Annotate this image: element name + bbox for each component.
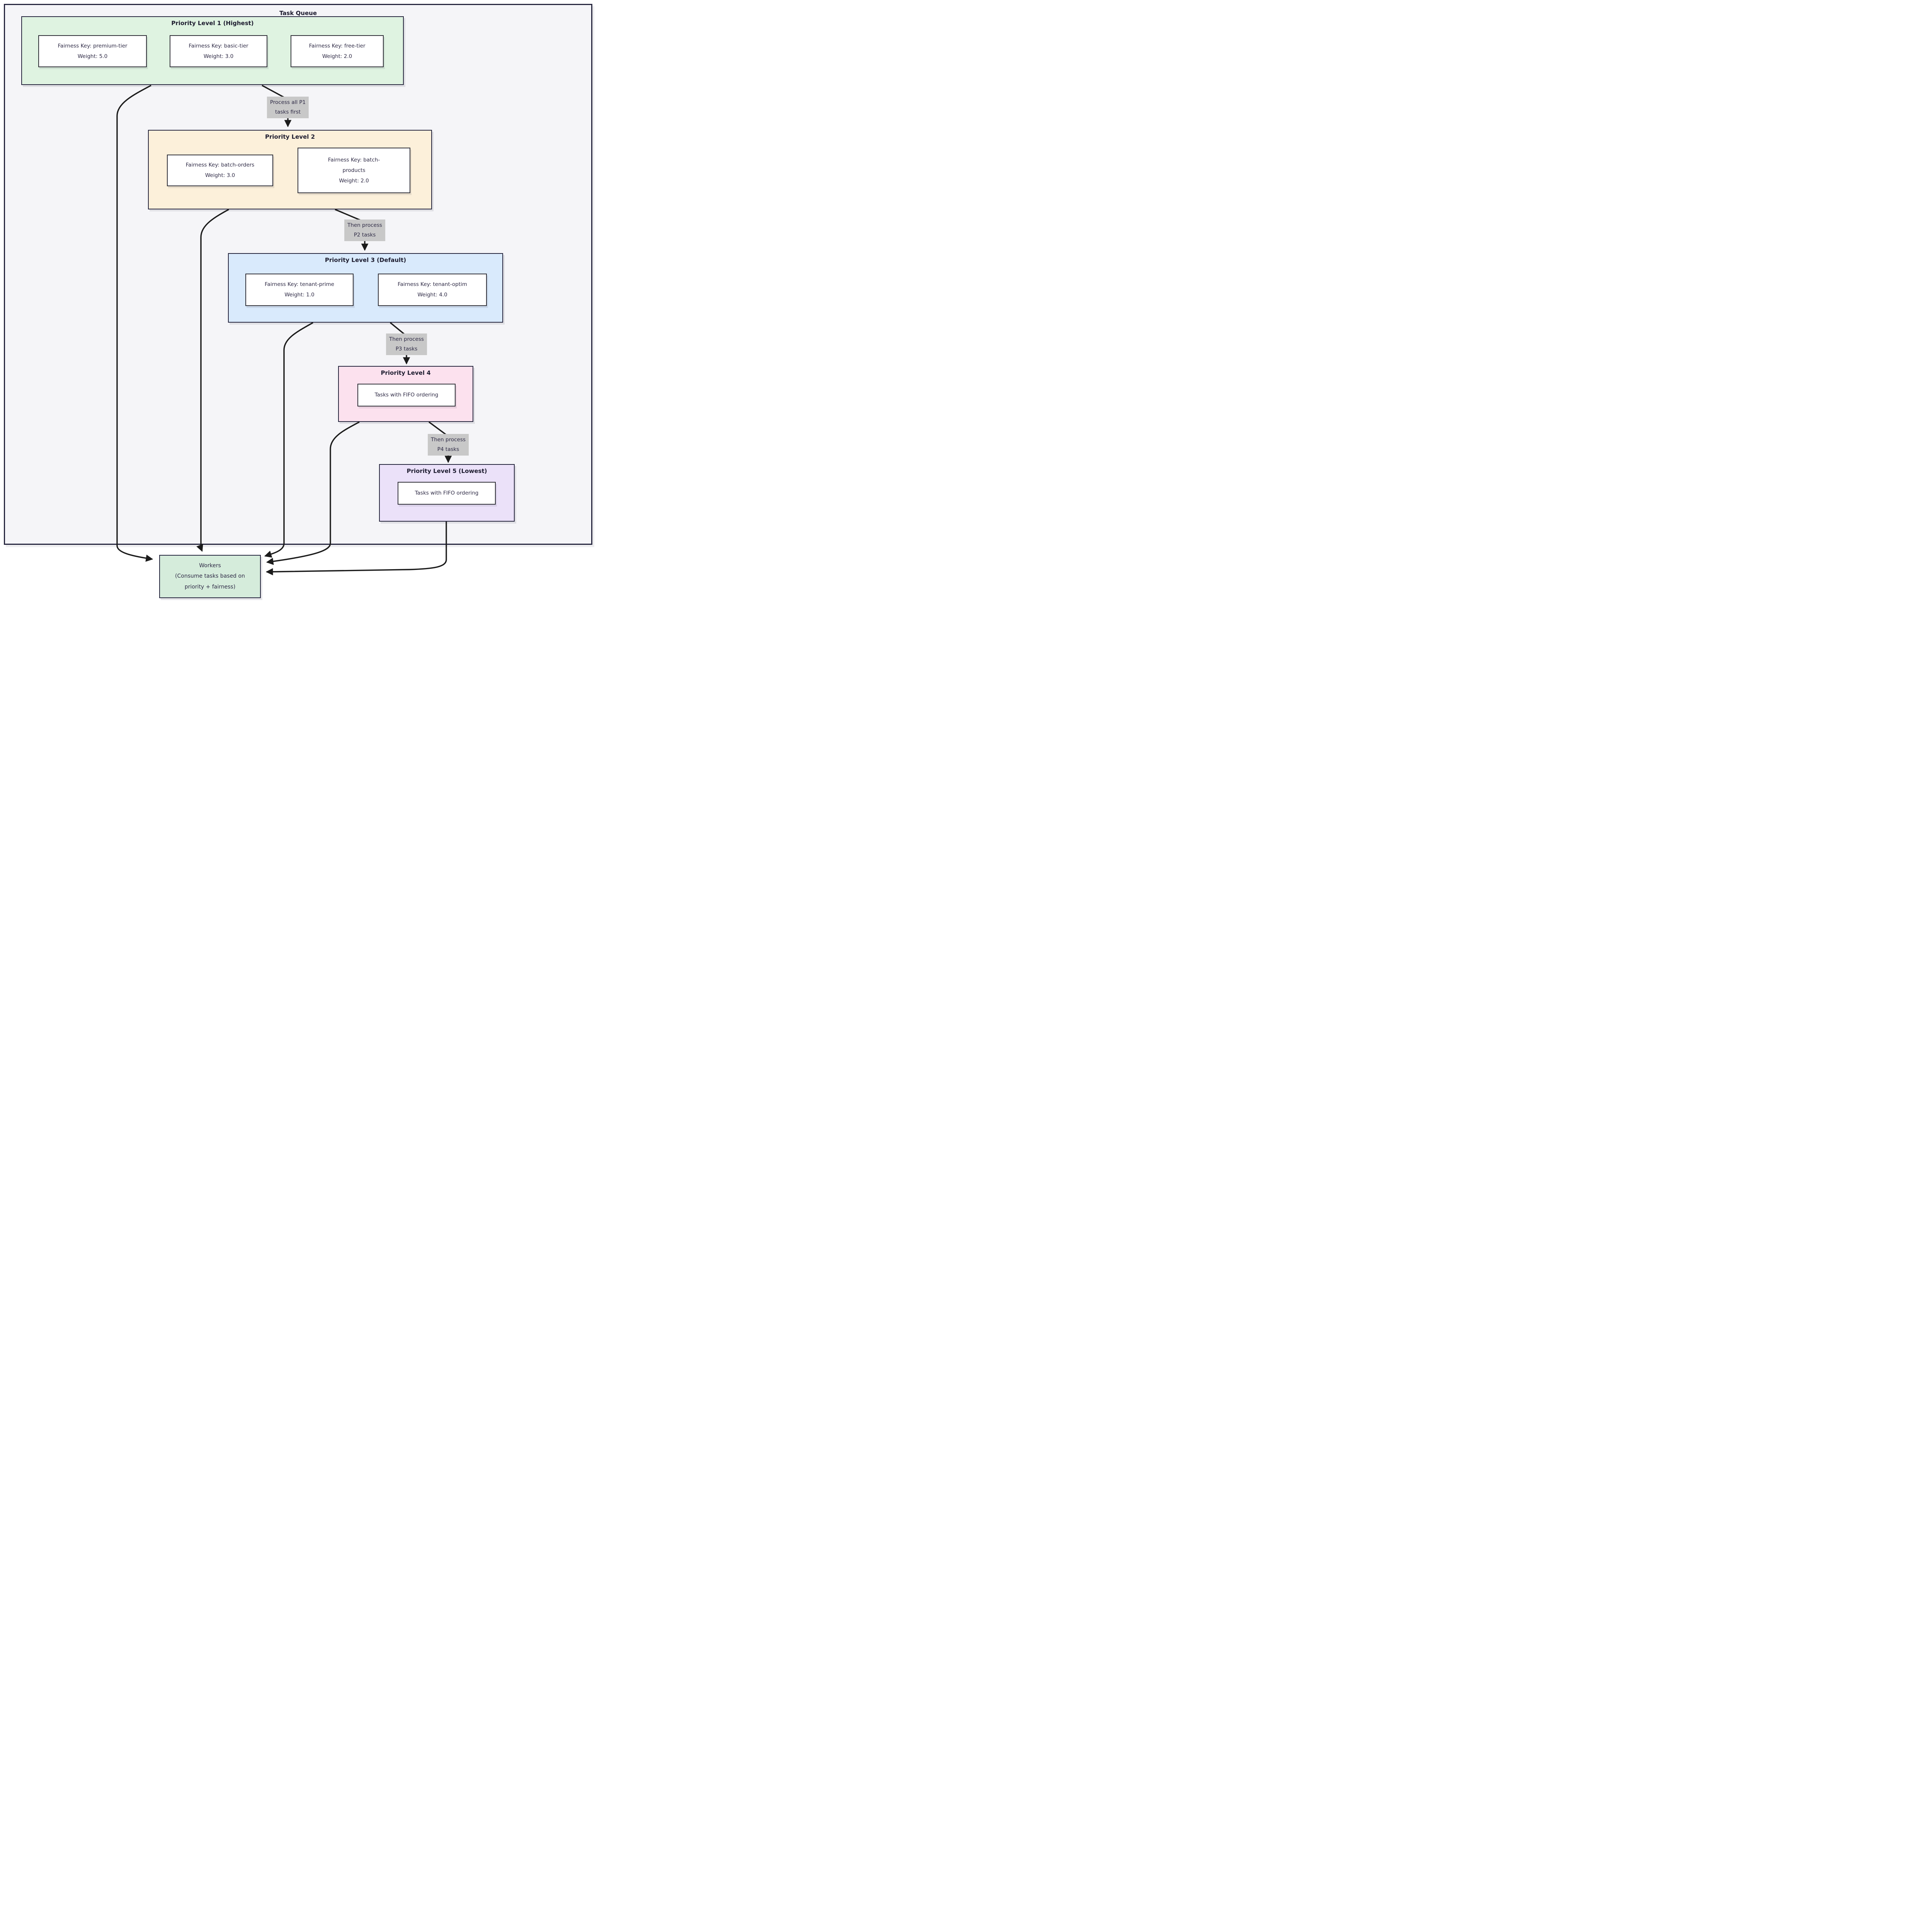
subgraph-title: Priority Level 4	[381, 369, 431, 376]
edge-label-line: P3 tasks	[395, 346, 418, 352]
node-line: Fairness Key: premium-tier	[58, 43, 128, 49]
workers-node: Workers (Consume tasks based on priority…	[159, 555, 261, 598]
subgraph-priority-level-5: Priority Level 5 (Lowest) Tasks with FIF…	[379, 464, 515, 522]
subgraph-title: Priority Level 1 (Highest)	[171, 20, 254, 27]
node-line: Tasks with FIFO ordering	[374, 392, 439, 398]
edge-label-line: tasks first	[275, 109, 301, 115]
node-line: Fairness Key: tenant-prime	[265, 281, 334, 287]
node-tenant-optim: Fairness Key: tenant-optim Weight: 4.0	[378, 274, 487, 306]
node-fifo-p5: Tasks with FIFO ordering	[398, 482, 496, 505]
node-line: Weight: 2.0	[322, 53, 352, 60]
node-premium-tier: Fairness Key: premium-tier Weight: 5.0	[38, 35, 147, 67]
edge-label-line: Process all P1	[270, 99, 306, 106]
node-basic-tier: Fairness Key: basic-tier Weight: 3.0	[170, 35, 267, 67]
diagram-canvas: Task Queue Priority Level 1 (Highest) Fa…	[0, 0, 596, 601]
subgraph-priority-level-1: Priority Level 1 (Highest) Fairness Key:…	[21, 16, 404, 85]
edge-label-p1-p2: Process all P1 tasks first	[267, 97, 309, 118]
node-line: Fairness Key: free-tier	[309, 43, 366, 49]
node-line: Weight: 1.0	[284, 292, 315, 298]
node-line: Fairness Key: batch-orders	[185, 162, 255, 168]
node-line: Weight: 2.0	[339, 177, 369, 184]
node-line: Tasks with FIFO ordering	[415, 490, 479, 496]
node-line: Weight: 5.0	[77, 53, 108, 60]
edge-label-line: Then process	[431, 437, 466, 443]
edge-label-p2-p3: Then process P2 tasks	[344, 219, 385, 241]
node-line: Weight: 4.0	[417, 292, 447, 298]
task-queue-title: Task Queue	[279, 10, 317, 17]
node-tenant-prime: Fairness Key: tenant-prime Weight: 1.0	[245, 274, 354, 306]
node-line: Weight: 3.0	[203, 53, 234, 60]
workers-line: (Consume tasks based on	[175, 573, 245, 580]
subgraph-title: Priority Level 5 (Lowest)	[406, 468, 487, 474]
edge-label-p3-p4: Then process P3 tasks	[386, 333, 427, 355]
subgraph-title: Priority Level 3 (Default)	[325, 257, 406, 264]
edge-label-line: Then process	[347, 222, 382, 229]
subgraph-priority-level-2: Priority Level 2 Fairness Key: batch-ord…	[148, 130, 432, 209]
subgraph-title: Priority Level 2	[265, 133, 315, 140]
node-line: Weight: 3.0	[205, 172, 235, 179]
node-free-tier: Fairness Key: free-tier Weight: 2.0	[291, 35, 384, 67]
node-batch-products: Fairness Key: batch- products Weight: 2.…	[298, 148, 410, 193]
edge-label-line: P2 tasks	[354, 232, 376, 238]
subgraph-priority-level-3: Priority Level 3 (Default) Fairness Key:…	[228, 253, 503, 323]
node-batch-orders: Fairness Key: batch-orders Weight: 3.0	[167, 155, 273, 186]
node-fifo-p4: Tasks with FIFO ordering	[357, 384, 456, 406]
subgraph-priority-level-4: Priority Level 4 Tasks with FIFO orderin…	[338, 366, 473, 422]
edge-label-p4-p5: Then process P4 tasks	[428, 434, 469, 456]
edge-label-line: P4 tasks	[437, 446, 459, 452]
workers-line: priority + fairness)	[184, 583, 236, 590]
edge-label-line: Then process	[389, 336, 424, 343]
node-line: Fairness Key: batch-	[328, 156, 380, 163]
node-line: Fairness Key: basic-tier	[189, 43, 248, 49]
node-line: products	[342, 167, 366, 173]
workers-line: Workers	[199, 563, 221, 569]
node-line: Fairness Key: tenant-optim	[398, 281, 467, 287]
